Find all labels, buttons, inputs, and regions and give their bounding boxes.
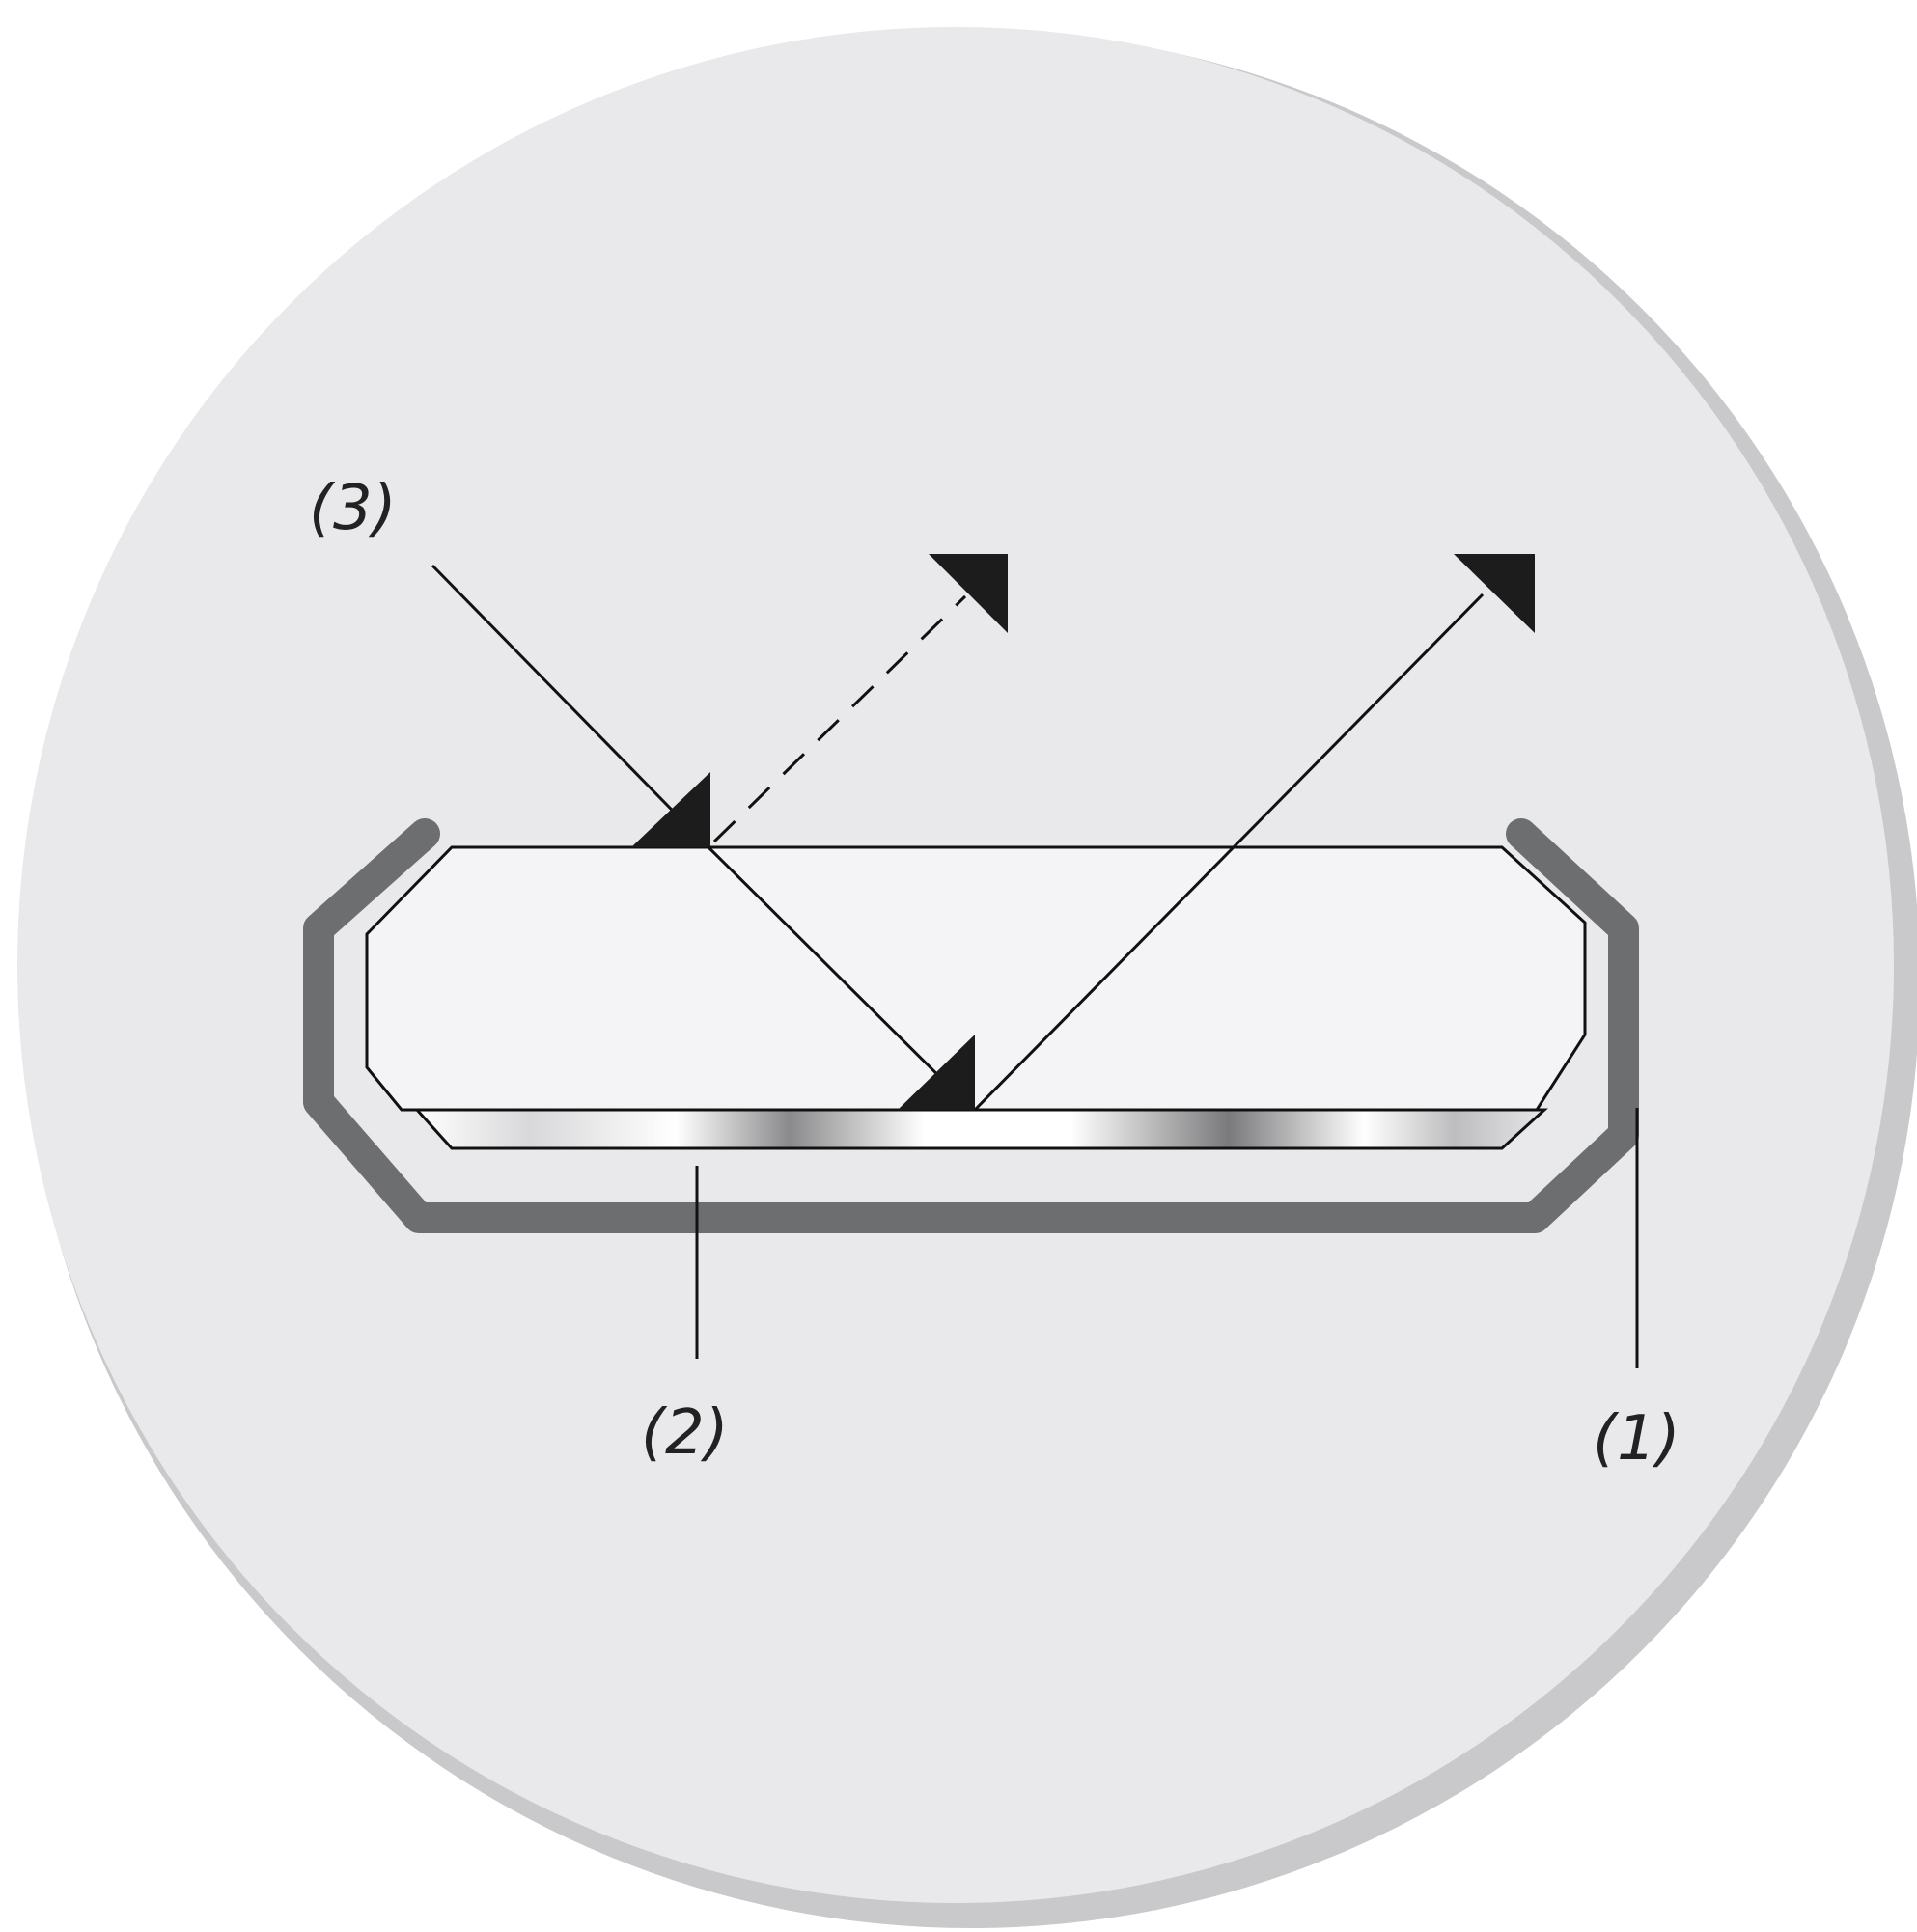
reflected-ray (973, 593, 1485, 1112)
reflected-arrowhead-left (929, 554, 1008, 633)
callout-label-3: (3) (309, 473, 397, 544)
refracted-ray (707, 845, 975, 1112)
housing-frame (303, 818, 1639, 1233)
incident-ray (431, 564, 710, 849)
callout-label-2: (2) (641, 1397, 729, 1469)
reflected-arrowhead-right (1454, 554, 1535, 633)
reflected-ray-dashed (712, 594, 967, 843)
callout-label-1: (1) (1593, 1403, 1681, 1475)
mirror-layer (413, 1108, 1548, 1150)
glass-block (365, 845, 1587, 1112)
incident-arrowhead (631, 772, 710, 847)
refracted-arrowhead (898, 1035, 975, 1110)
